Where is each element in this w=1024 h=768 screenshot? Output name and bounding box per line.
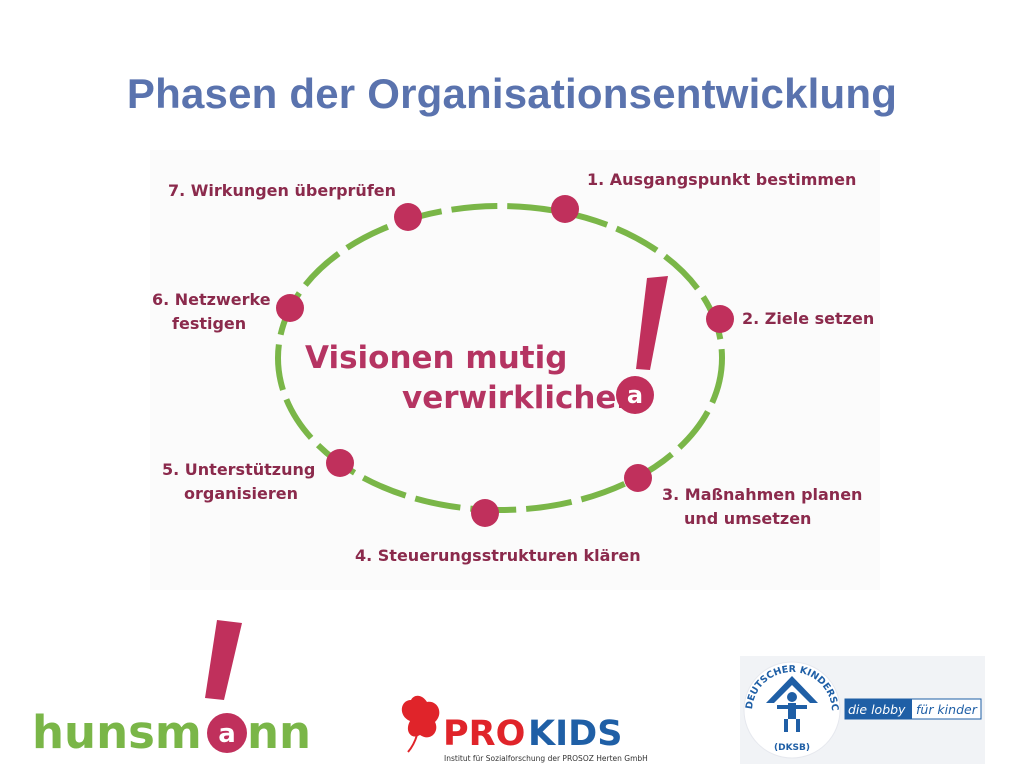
prokids-subtitle: Institut für Sozialforschung der PROSOZ … <box>444 754 648 763</box>
center-mark-letter: a <box>627 381 643 409</box>
phase-label-6: 6. Netzwerke festigen <box>152 290 276 333</box>
hunsmann-a-dot <box>207 713 247 753</box>
phase-dot-5[interactable] <box>326 449 354 477</box>
phase-dot-1[interactable] <box>551 195 579 223</box>
diagram-panel <box>150 150 880 590</box>
phase-dot-3[interactable] <box>624 464 652 492</box>
center-slogan-line-1: Visionen mutig <box>305 340 567 376</box>
dksb-seal-abbr: (DKSB) <box>774 743 810 753</box>
lobby-text-part-1: die lobby <box>848 702 906 717</box>
hunsmann-text-part-2: a <box>218 719 236 749</box>
hunsmann-logo: hunsm a nn <box>32 620 311 759</box>
phase-dot-2[interactable] <box>706 305 734 333</box>
phase-dot-7[interactable] <box>394 203 422 231</box>
prokids-balloon-icon <box>401 695 440 738</box>
phase-dot-6[interactable] <box>276 294 304 322</box>
prokids-logo: PRO KIDS Institut für Sozialforschung de… <box>401 695 648 763</box>
prokids-text-kids: KIDS <box>528 714 622 754</box>
lobby-text-part-2: für kinder <box>916 702 978 717</box>
phase-dots <box>276 195 734 527</box>
prokids-text-pro: PRO <box>443 714 525 754</box>
phase-label-7: 7. Wirkungen überprüfen <box>168 181 396 200</box>
exclamation-icon: a <box>616 276 668 414</box>
phase-label-3: 3. Maßnahmen planen und umsetzen <box>662 485 868 528</box>
center-slogan-line-2: verwirklichen <box>402 380 638 416</box>
phase-dot-4[interactable] <box>471 499 499 527</box>
phase-label-4: 4. Steuerungsstrukturen klären <box>355 546 641 565</box>
phase-label-2: 2. Ziele setzen <box>742 309 874 328</box>
phase-label-1: 1. Ausgangspunkt bestimmen <box>587 170 856 189</box>
phase-label-5: 5. Unterstützung organisieren <box>162 460 321 503</box>
house-child-icon <box>766 676 818 732</box>
cycle-ring <box>275 203 725 513</box>
hunsmann-text-part-1: hunsm <box>32 706 202 759</box>
hunsmann-text-part-3: nn <box>247 706 311 759</box>
hunsmann-exclamation-icon <box>205 620 242 700</box>
page-title: Phasen der Organisationsentwicklung <box>126 70 898 117</box>
